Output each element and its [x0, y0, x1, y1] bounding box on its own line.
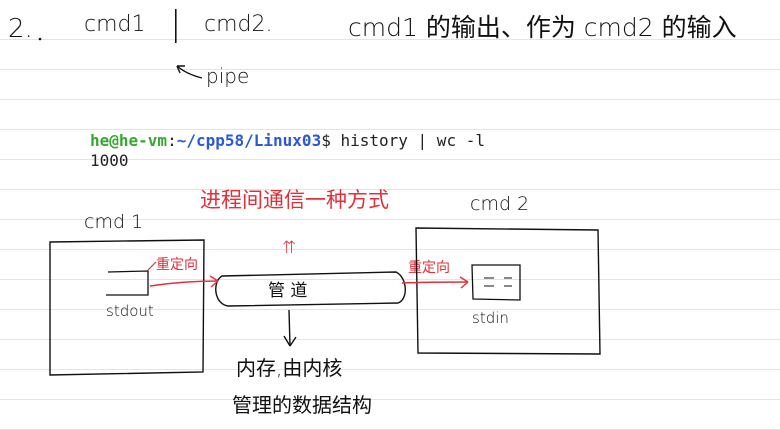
- pipe-pointer-arrowhead: [176, 65, 185, 74]
- stdin-box: [471, 264, 521, 301]
- redirect-right-label: 重定向: [408, 260, 450, 276]
- stdout-label: stdout: [106, 302, 154, 320]
- kernel-note-line2: 管理的数据结构: [232, 393, 372, 417]
- terminal-path: ~/cpp58/Linux03: [176, 131, 322, 150]
- right-process-box: [415, 227, 601, 355]
- left-box-label: cmd 1: [84, 211, 144, 233]
- stdout-box: [106, 270, 149, 296]
- terminal-prompt-symbol: $: [321, 131, 331, 150]
- redirect-left-arrowhead: [209, 275, 219, 288]
- terminal-output: 1000: [90, 151, 129, 170]
- pipe-box-label: 管 道: [268, 281, 308, 301]
- terminal-user-host: he@he-vm: [90, 131, 168, 150]
- left-process-box: [49, 239, 205, 376]
- redirect-right-arrow: [401, 281, 469, 284]
- redirect-left-arrow: [149, 280, 219, 287]
- pipe-pointer-arrow: [176, 65, 203, 79]
- stdin-label: stdin: [472, 309, 509, 327]
- kernel-note-line1: 内存,由内核: [236, 356, 343, 380]
- command-left: cmd1: [84, 12, 146, 37]
- item-number: 2.: [8, 14, 33, 44]
- terminal-prompt-line: he@he-vm:~/cpp58/Linux03$ history | wc -…: [90, 131, 485, 151]
- right-box-label: cmd 2: [470, 193, 530, 215]
- redirect-left-label: 重定向: [156, 257, 198, 273]
- pipe-symbol: |: [170, 4, 182, 44]
- pipe-box: [215, 271, 406, 307]
- terminal-colon: :: [167, 131, 177, 150]
- pipe-label: pipe: [206, 64, 250, 88]
- item-dot: [38, 37, 42, 41]
- terminal-command: history | wc -l: [330, 131, 485, 150]
- redirect-right-arrowhead: [459, 276, 469, 289]
- pipe-down-arrow: [288, 309, 291, 347]
- pipe-down-arrowhead: [283, 335, 297, 347]
- diagram-title: 进程间通信一种方式: [200, 188, 389, 212]
- up-arrows-icon: ⇈: [282, 238, 297, 258]
- redirect-left-tick: [147, 261, 157, 271]
- stdin-box-marks: [484, 277, 512, 287]
- command-right: cmd2.: [204, 12, 273, 37]
- explanation-text: cmd1 的输出、作为 cmd2 的输入: [348, 13, 737, 42]
